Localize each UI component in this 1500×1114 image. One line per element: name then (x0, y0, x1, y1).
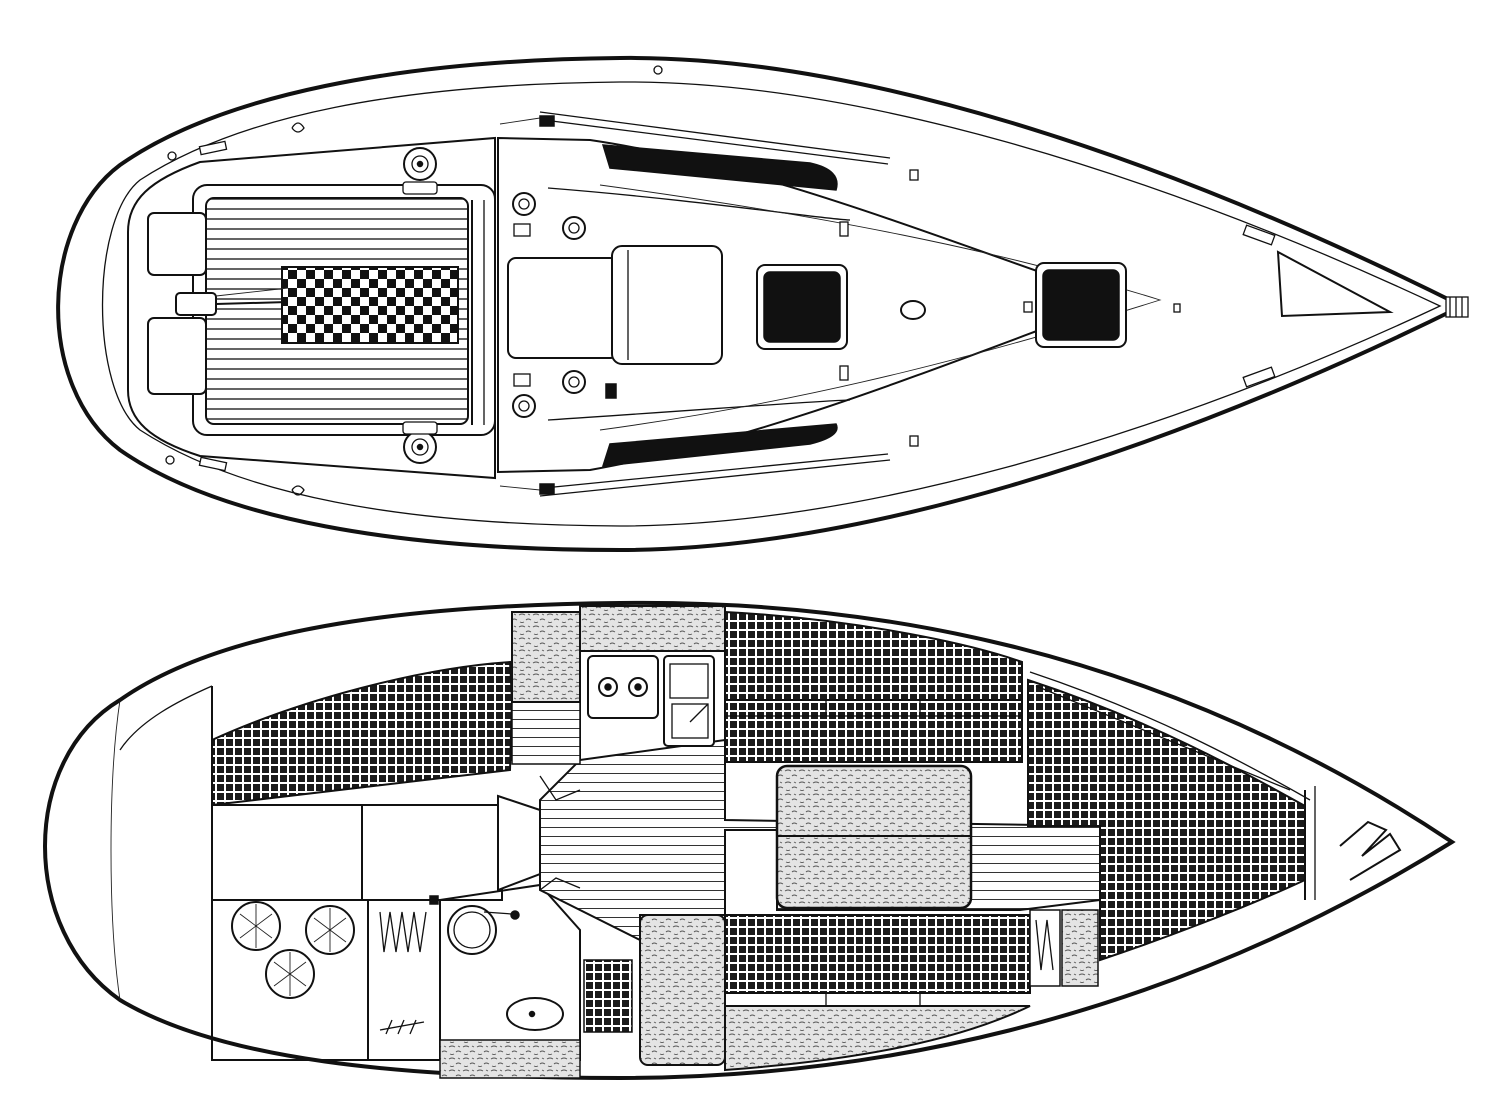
sliding-hatch (611, 245, 723, 365)
genoa-track-port (539, 111, 891, 159)
chainplate-icon (1242, 224, 1276, 246)
winch-icon (402, 421, 438, 464)
cleat-icon (539, 483, 555, 495)
deck-hatch-aft (756, 264, 848, 350)
fender-icon (231, 901, 281, 951)
chart-table (639, 914, 726, 1066)
galley-counter (511, 611, 581, 703)
anchor-icon (1339, 820, 1402, 881)
tiller (215, 301, 289, 305)
portlight-starboard (601, 423, 838, 467)
saloon-settee-starboard (724, 914, 1031, 994)
fender-icon (305, 905, 355, 955)
saloon-settee-port (724, 610, 1023, 701)
stove-burner-icon (598, 677, 618, 697)
deck-inner-toerail (101, 81, 1442, 527)
winch-icon (512, 192, 536, 216)
hanging-locker (1029, 909, 1061, 987)
aft-cabin-table (211, 804, 363, 901)
chainplate-icon (1242, 366, 1276, 388)
cockpit-checker-grate (281, 266, 459, 344)
fairlead-icon (291, 485, 305, 496)
winch-icon (562, 370, 586, 394)
fairlead-icon (291, 122, 305, 133)
stern-seat-port (147, 212, 207, 276)
stove-burner-icon (628, 677, 648, 697)
interior-plan (43, 600, 1456, 1081)
genoa-track-starboard (539, 459, 891, 497)
cleat-icon (539, 115, 555, 127)
stern-seat-starboard (147, 317, 207, 395)
companionway-steps (497, 794, 541, 892)
portlight-port (601, 144, 838, 191)
tiller-head (175, 292, 217, 316)
toilet-icon (429, 895, 520, 955)
stove (587, 655, 659, 719)
clutch-icon (513, 223, 531, 237)
aft-cabin-cushion-port (211, 660, 514, 807)
clutch-icon (513, 373, 531, 387)
heads-compartment (439, 883, 581, 1061)
bow-roller-icon (1445, 296, 1469, 318)
deck-vent-icon (900, 300, 926, 320)
winch-icon (562, 216, 586, 240)
fender-icon (265, 949, 315, 999)
cleat-icon (605, 383, 617, 399)
deck-plan (56, 55, 1469, 553)
winch-icon (512, 394, 536, 418)
cockpit-coaming (127, 136, 496, 480)
anchor-locker (1276, 250, 1394, 318)
engine-icon (379, 911, 427, 953)
winch-icon (402, 147, 438, 195)
sink-icon (506, 997, 564, 1031)
deck-hatch-forward (1035, 262, 1127, 348)
navigator-seat (583, 959, 633, 1033)
